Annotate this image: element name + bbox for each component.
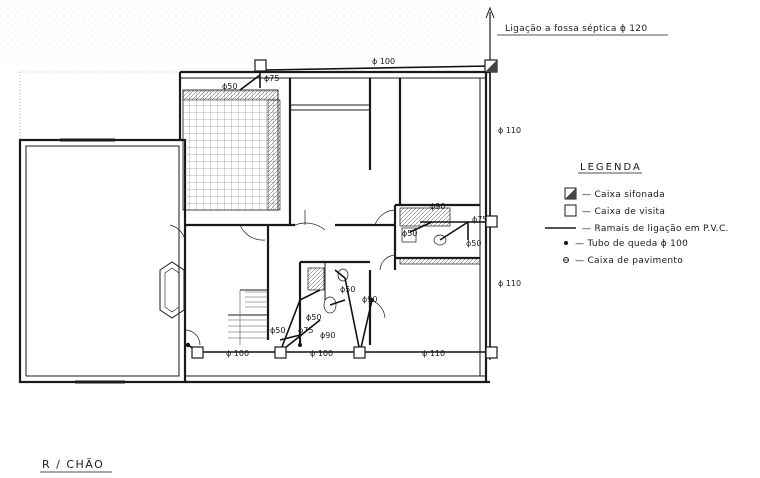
legend-caixa-de-pavimento-icon <box>563 257 569 263</box>
septic-connection-label: Ligação a fossa séptica ɸ 120 <box>505 23 647 34</box>
svg-text:ɸ 110: ɸ 110 <box>498 279 521 288</box>
legend-item-caixa-de-pavimento: — Caixa de pavimento <box>575 256 683 266</box>
legend-title: LEGENDA <box>580 162 642 173</box>
svg-text:R / CHÃO: R / CHÃO <box>42 458 104 471</box>
septic-connection: Ligação a fossa séptica ɸ 120 <box>485 6 668 360</box>
legend-item-caixa-de-visita: — Caixa de visita <box>582 207 665 217</box>
legend-tubo-de-queda-icon <box>564 241 568 245</box>
svg-text:ɸ75: ɸ75 <box>298 326 313 335</box>
legend-item-ramais: — Ramais de ligação em P.V.C. <box>582 224 729 234</box>
legend-item-caixa-sifonada: — Caixa sifonada <box>582 190 665 200</box>
legend-item-tubo-de-queda: — Tubo de queda ɸ 100 <box>575 239 688 249</box>
svg-text:ɸ 110: ɸ 110 <box>498 126 521 135</box>
drain-pipes <box>187 65 491 353</box>
kitchen-tile-floor <box>182 89 279 211</box>
svg-text:ɸ50: ɸ50 <box>306 313 321 322</box>
inspection-boxes <box>191 59 498 359</box>
fireplace <box>159 261 185 319</box>
terrace-outline <box>19 71 180 140</box>
svg-text:ɸ90: ɸ90 <box>430 202 445 211</box>
svg-text:ɸ 110: ɸ 110 <box>422 349 445 358</box>
svg-text:ɸ90: ɸ90 <box>320 331 335 340</box>
svg-text:ɸ75: ɸ75 <box>472 215 487 224</box>
pipe-diameter-labels: ɸ 100 ɸ75 ɸ50 ɸ 110 ɸ 110 ɸ90 ɸ75 ɸ50 ɸ5… <box>222 57 521 358</box>
legend: LEGENDA — Caixa sifonada — Caixa de visi… <box>545 162 729 266</box>
terrain-texture <box>0 0 480 62</box>
staircase <box>228 290 268 345</box>
svg-text:ɸ90: ɸ90 <box>362 295 377 304</box>
door-swings <box>169 209 396 346</box>
svg-text:ɸ 100: ɸ 100 <box>226 349 249 358</box>
svg-text:ɸ50: ɸ50 <box>340 285 355 294</box>
legend-caixa-sifonada-icon <box>564 187 577 200</box>
svg-text:ɸ75: ɸ75 <box>264 74 279 83</box>
svg-text:ɸ 100: ɸ 100 <box>372 57 395 66</box>
downpipes <box>185 298 374 348</box>
siphon-box <box>484 59 498 73</box>
kitchen-counter <box>182 89 279 101</box>
svg-text:ɸ50: ɸ50 <box>466 239 481 248</box>
svg-text:ɸ50: ɸ50 <box>270 326 285 335</box>
legend-caixa-de-visita-icon <box>564 204 577 217</box>
plan-title: R / CHÃO <box>40 458 112 473</box>
svg-text:ɸ 100: ɸ 100 <box>310 349 333 358</box>
svg-text:ɸ50: ɸ50 <box>402 229 417 238</box>
svg-text:ɸ50: ɸ50 <box>222 82 237 91</box>
kitchen-counter-side <box>267 99 281 211</box>
